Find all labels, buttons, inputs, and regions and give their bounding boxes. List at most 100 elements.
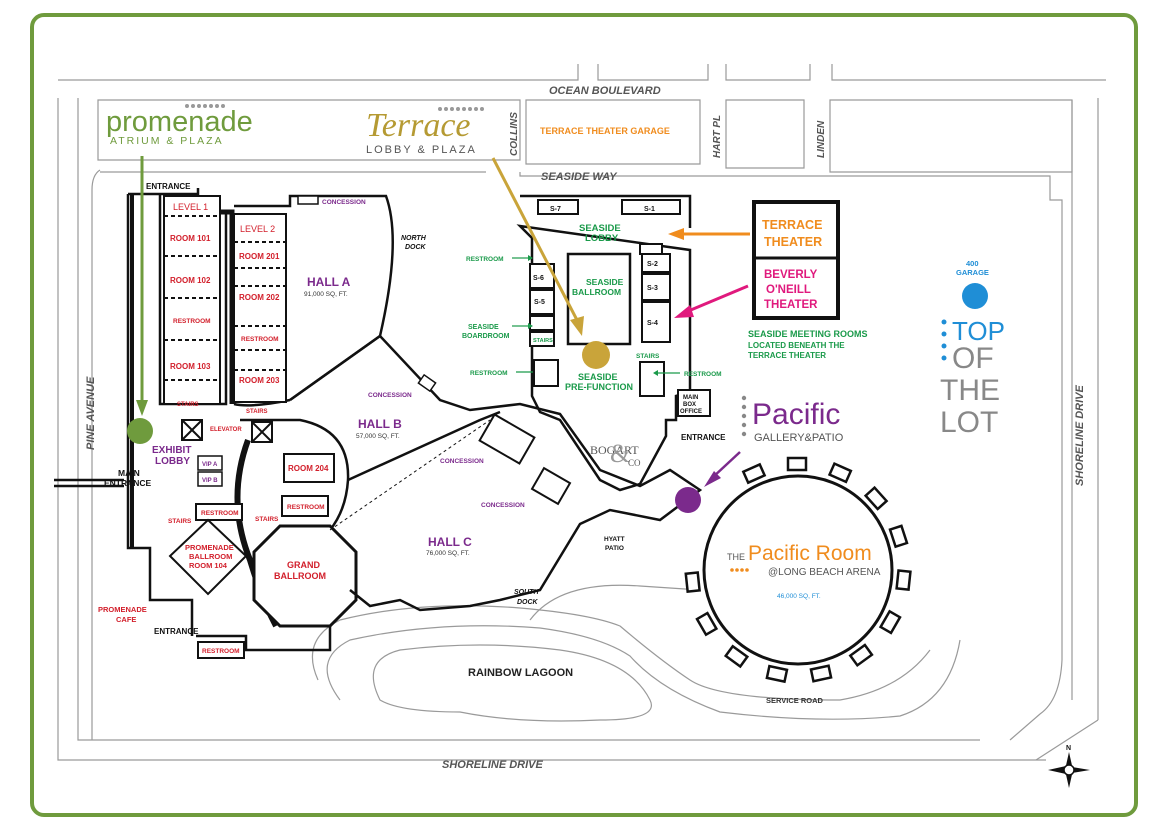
restroom-seaside-2: RESTROOM bbox=[470, 370, 508, 377]
terrace-logo-text: Terrace bbox=[366, 107, 471, 144]
promenade-logo-text: promenade bbox=[106, 106, 253, 138]
hall-b[interactable]: HALL B bbox=[358, 417, 402, 431]
seaside-lobby-label-1: SEASIDE bbox=[579, 223, 621, 234]
top-of-the-lot-text-1: TOP bbox=[952, 316, 1005, 346]
street-shoreline-right: SHORELINE DRIVE bbox=[1074, 384, 1086, 486]
restroom-204: RESTROOM bbox=[287, 504, 325, 511]
street-service-road: SERVICE ROAD bbox=[766, 696, 824, 705]
pacific-gallery-logo: Pacific GALLERY&PATIO bbox=[741, 395, 844, 444]
restroom-level1: RESTROOM bbox=[173, 318, 211, 325]
room-103[interactable]: ROOM 103 bbox=[170, 362, 211, 371]
arrow-terrace-lobby bbox=[570, 316, 584, 336]
pacific-room-arena[interactable] bbox=[684, 456, 912, 684]
arrow-terrace bbox=[668, 228, 684, 240]
terrace-logo-sub: LOBBY & PLAZA bbox=[366, 144, 477, 156]
room-204[interactable]: ROOM 204 bbox=[288, 464, 329, 473]
seaside-boardroom-label-2[interactable]: BOARDROOM bbox=[462, 333, 510, 340]
pacific-gallery-marker[interactable] bbox=[675, 487, 701, 513]
room-102[interactable]: ROOM 102 bbox=[170, 276, 211, 285]
elevator-label: ELEVATOR bbox=[210, 427, 242, 433]
level1-label: LEVEL 1 bbox=[173, 202, 208, 212]
promenade-ballroom-room104[interactable]: ROOM 104 bbox=[189, 561, 228, 570]
restroom-seaside-1: RESTROOM bbox=[466, 256, 504, 263]
street-shoreline-bottom: SHORELINE DRIVE bbox=[442, 759, 544, 771]
restroom-exhibit: RESTROOM bbox=[201, 510, 239, 517]
seaside-prefunction-label-1: SEASIDE bbox=[578, 372, 618, 382]
room-s3[interactable]: S-3 bbox=[647, 285, 658, 292]
pacific-logo-sub: GALLERY&PATIO bbox=[754, 432, 844, 444]
top-of-the-lot-logo: TOP OF THE LOT bbox=[940, 316, 1005, 439]
arrow-promenade bbox=[136, 400, 148, 416]
elevator-icons bbox=[181, 419, 273, 443]
vip-a[interactable]: VIP A bbox=[202, 462, 218, 468]
bogart-co: CO bbox=[628, 458, 641, 468]
vip-b[interactable]: VIP B bbox=[202, 478, 218, 484]
main-entrance-label-2: ENTRANCE bbox=[104, 478, 152, 488]
promenade-ballroom-label-2[interactable]: BALLROOM bbox=[189, 552, 232, 561]
room-s7[interactable]: S-7 bbox=[550, 206, 561, 213]
room-s6[interactable]: S-6 bbox=[533, 275, 544, 282]
seaside-ballroom-label-2[interactable]: BALLROOM bbox=[572, 287, 621, 297]
room-s5[interactable]: S-5 bbox=[534, 299, 545, 306]
garage-400-marker[interactable] bbox=[962, 283, 988, 309]
promenade-logo-sub: ATRIUM & PLAZA bbox=[110, 135, 224, 147]
box-office-label-1: MAIN bbox=[683, 395, 698, 401]
room-202[interactable]: ROOM 202 bbox=[239, 293, 280, 302]
hall-a[interactable]: HALL A bbox=[307, 275, 351, 289]
room-s2[interactable]: S-2 bbox=[647, 261, 658, 268]
restroom-level2: RESTROOM bbox=[241, 336, 279, 343]
seaside-meeting-rooms-1: SEASIDE MEETING ROOMS bbox=[748, 329, 868, 339]
street-seaside-way: SEASIDE WAY bbox=[541, 171, 618, 183]
south-dock-label-2: DOCK bbox=[517, 599, 539, 606]
room-201[interactable]: ROOM 201 bbox=[239, 252, 280, 261]
room-203[interactable]: ROOM 203 bbox=[239, 376, 280, 385]
room-s4[interactable]: S-4 bbox=[647, 320, 658, 327]
bogart-amp: & bbox=[610, 439, 630, 468]
seaside-meeting-rooms-3: TERRACE THEATER bbox=[748, 351, 826, 360]
hall-c[interactable]: HALL C bbox=[428, 535, 472, 549]
top-of-the-lot-text-4: LOT bbox=[940, 406, 998, 439]
lagoon-roads bbox=[311, 584, 961, 722]
compass-icon: N bbox=[1048, 745, 1090, 788]
street-hart-pl: HART PL bbox=[712, 115, 723, 158]
stairs-seaside-west: STAIRS bbox=[533, 338, 553, 344]
bogart-logo: BOGART & CO bbox=[590, 439, 641, 468]
box-office-label-3[interactable]: OFFICE bbox=[680, 409, 702, 415]
top-of-the-lot-text-3: THE bbox=[940, 374, 1000, 407]
promenade-logo: promenade ATRIUM & PLAZA bbox=[106, 104, 253, 147]
arrow-pacific bbox=[704, 471, 721, 487]
room-s1[interactable]: S-1 bbox=[644, 206, 655, 213]
terrace-lobby-marker[interactable] bbox=[582, 341, 610, 369]
beverly-theater-label-3[interactable]: THEATER bbox=[764, 299, 818, 311]
hall-b-size: 57,000 SQ, FT. bbox=[356, 433, 400, 440]
concession-hall-b: CONCESSION bbox=[368, 392, 412, 399]
seaside-prefunction-label-2[interactable]: PRE-FUNCTION bbox=[565, 382, 633, 392]
beverly-theater-label-2: O'NEILL bbox=[766, 284, 811, 296]
terrace-theater-label-2[interactable]: THEATER bbox=[764, 235, 822, 249]
concession-hall-a: CONCESSION bbox=[322, 199, 366, 206]
pacific-room-sub: @LONG BEACH ARENA bbox=[768, 567, 881, 578]
concession-hall-c-2: CONCESSION bbox=[481, 502, 525, 509]
stairs-exhibit: STAIRS bbox=[168, 518, 192, 525]
promenade-marker[interactable] bbox=[127, 418, 153, 444]
room-101[interactable]: ROOM 101 bbox=[170, 234, 211, 243]
beverly-theater-label-1: BEVERLY bbox=[764, 269, 818, 281]
promenade-cafe-label-1: PROMENADE bbox=[98, 605, 147, 614]
stairs-grand: STAIRS bbox=[255, 516, 279, 523]
concession-hall-c-1: CONCESSION bbox=[440, 458, 484, 465]
pacific-room-the: THE bbox=[727, 552, 745, 562]
level2-label: LEVEL 2 bbox=[240, 224, 275, 234]
south-dock-label-1: SOUTH bbox=[514, 589, 539, 596]
terrace-theater-garage-label: TERRACE THEATER GARAGE bbox=[540, 126, 670, 136]
entrance-southwest: ENTRANCE bbox=[154, 627, 199, 636]
exhibit-lobby-label-1: EXHIBIT bbox=[152, 445, 191, 456]
hyatt-patio-label-2: PATIO bbox=[605, 545, 624, 552]
pacific-room-title: Pacific Room bbox=[748, 542, 872, 565]
hall-c-size: 76,000 SQ, FT. bbox=[426, 550, 470, 557]
hall-a-size: 91,000 SQ, FT. bbox=[304, 291, 348, 298]
north-dock-label-2: DOCK bbox=[405, 244, 427, 251]
top-of-the-lot-text-2: OF bbox=[952, 342, 994, 375]
grand-ballroom-label-2[interactable]: BALLROOM bbox=[274, 571, 326, 581]
seaside-lobby-label-2: LOBBY bbox=[585, 233, 619, 244]
